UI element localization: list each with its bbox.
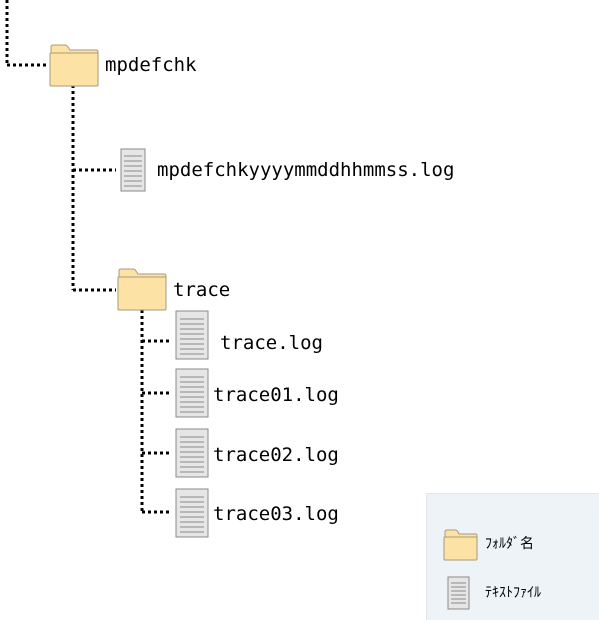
legend: ﾌｫﾙﾀﾞ名 ﾃｷｽﾄﾌｧｲﾙ <box>426 493 599 620</box>
file-label-mpdefchk-log: mpdefchkyyyymmddhhmmss.log <box>157 159 455 181</box>
legend-label-text-file: ﾃｷｽﾄﾌｧｲﾙ <box>485 585 541 601</box>
text-file-icon <box>175 428 209 478</box>
text-file-icon <box>175 488 209 538</box>
folder-label-trace: trace <box>173 279 231 301</box>
text-file-icon <box>175 310 209 360</box>
legend-label-folder: ﾌｫﾙﾀﾞ名 <box>485 536 534 552</box>
file-label-trace02-log: trace02.log <box>213 444 339 466</box>
text-file-icon <box>447 576 470 610</box>
folder-label-mpdefchk: mpdefchk <box>105 54 197 76</box>
file-label-trace01-log: trace01.log <box>213 384 339 406</box>
folder-icon <box>443 529 478 561</box>
text-file-icon <box>175 368 209 418</box>
file-label-trace03-log: trace03.log <box>213 503 339 525</box>
folder-icon <box>49 44 99 87</box>
text-file-icon <box>120 148 146 192</box>
file-label-trace-log: trace.log <box>220 332 323 354</box>
folder-icon <box>117 268 167 311</box>
